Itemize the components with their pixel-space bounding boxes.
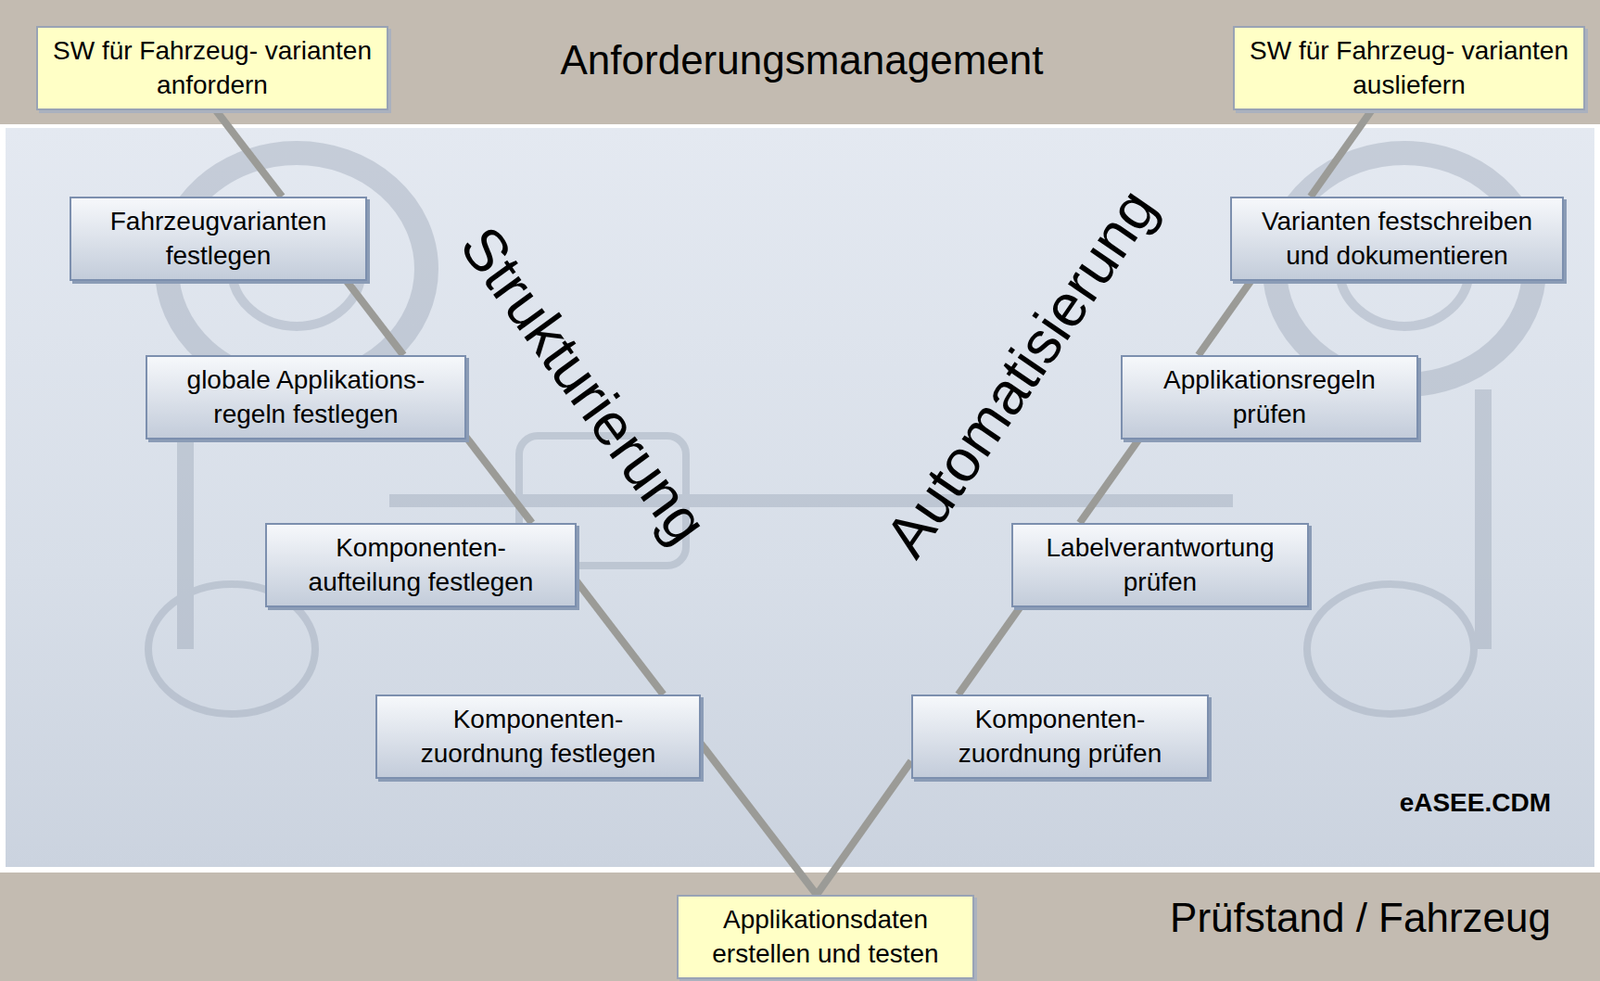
connector [346,280,404,356]
box-label: Varianten festschreiben und dokumentiere… [1244,204,1550,273]
bottom-band-fill [0,872,1600,981]
process-box: SW für Fahrzeug- varianten ausliefern [1232,25,1586,111]
axle-part [1307,584,1474,714]
connector [1079,439,1140,523]
process-box: globale Applikations- regeln festlegen [145,355,467,440]
connector [215,110,282,197]
band: Anforderungsmanagement SW für Fahrzeug- v… [0,0,1600,125]
top-band-fill [0,0,1600,125]
box-label: Applikationsdaten erstellen und testen [691,902,960,971]
box-label: SW für Fahrzeug- varianten anfordern [50,34,374,102]
process-box: Komponenten- aufteilung festlegen [265,522,577,608]
process-box: SW für Fahrzeug- varianten anfordern [36,25,389,111]
band: Prüfstand / Fahrzeug Applikationsdaten er… [0,872,1600,981]
process-box: Fahrzeugvarianten festlegen [69,196,368,281]
box-label: SW für Fahrzeug- varianten ausliefern [1247,34,1571,102]
connector [816,761,912,895]
connector [576,581,664,695]
connector [700,743,817,895]
connector [1198,280,1252,356]
box-label: Komponenten- zuordnung festlegen [390,702,686,771]
process-box: Labelverantwortung prüfen [1011,522,1309,608]
box-label: Komponenten- aufteilung festlegen [279,531,562,599]
box-label: Labelverantwortung prüfen [1026,531,1295,599]
process-box: Applikationsdaten erstellen und testen [676,894,975,979]
process-box: Varianten festschreiben und dokumentiere… [1230,196,1564,281]
box-label: Komponenten- zuordnung prüfen [926,702,1194,771]
product-label: eASEE.CDM [1399,789,1551,816]
band-title: Prüfstand / Fahrzeug [1169,894,1551,941]
process-box: Komponenten- zuordnung festlegen [375,694,701,779]
box-label: globale Applikations- regeln festlegen [160,363,452,432]
connector [958,607,1021,695]
band-title: Anforderungsmanagement [523,37,1080,84]
middle-ground [5,127,1595,867]
box-label: Applikationsregeln prüfen [1135,363,1404,432]
process-box: Applikationsregeln prüfen [1120,355,1419,440]
box-label: Fahrzeugvarianten festlegen [84,204,353,273]
connector [1310,110,1372,197]
connector [466,437,533,523]
process-box: Komponenten- zuordnung prüfen [911,694,1209,779]
